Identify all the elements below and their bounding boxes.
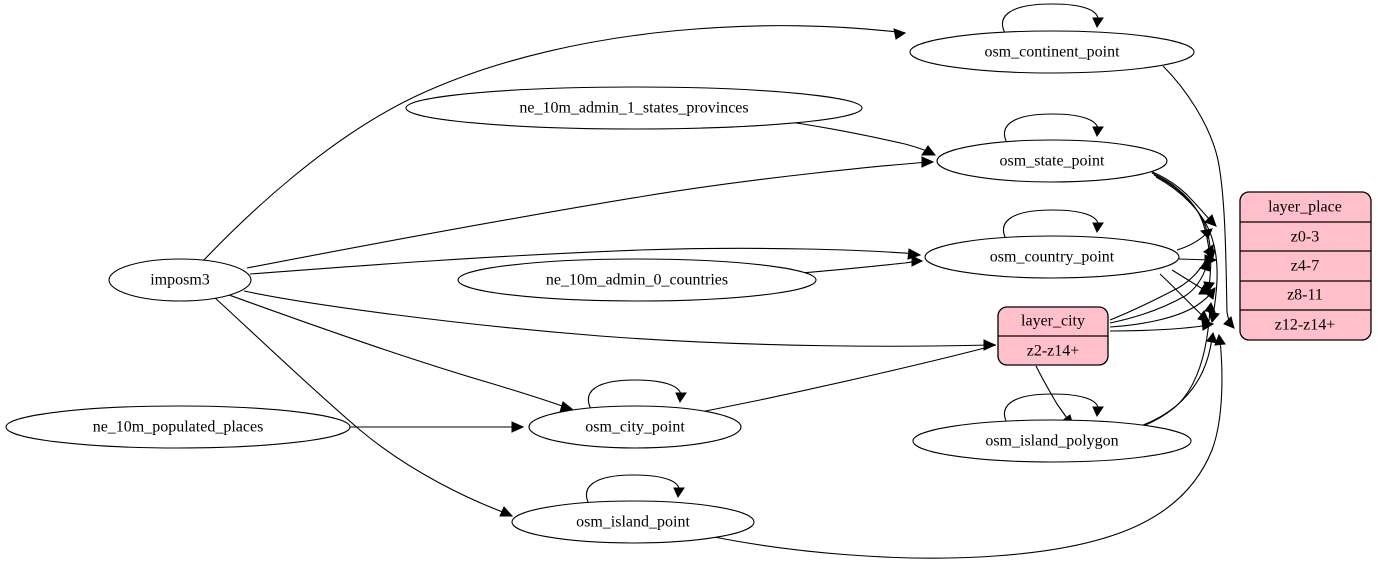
edge-osm_island_polygon-to-layer_place-z12: [1137, 331, 1218, 428]
record-row-layer_city-header: layer_city: [1021, 313, 1085, 330]
edge-self-osm_city_point: [587, 379, 687, 412]
node-label-osm_continent_point: osm_continent_point: [984, 44, 1120, 61]
edge-self-osm_island_point: [585, 474, 685, 507]
edge-layer_city-to-osm_city_point: [679, 344, 997, 421]
edge-imposm3-to-osm_state_point: [246, 156, 935, 269]
record-row-layer_city-z2-z14[interactable]: z2-z14+: [1027, 343, 1080, 360]
node-osm_island_point[interactable]: osm_island_point: [511, 500, 755, 544]
edge-imposm3-to-osm_island_point: [213, 296, 514, 517]
edge-ne_states_provinces-to-osm_state_point: [789, 121, 937, 156]
edge-osm_state_point-to-layer_place-z12: [1155, 176, 1220, 324]
node-label-osm_country_point: osm_country_point: [990, 249, 1115, 266]
edge-osm_continent_point-to-layer_place-z12: [1162, 65, 1235, 329]
node-osm_country_point[interactable]: osm_country_point: [924, 235, 1180, 279]
record-row-layer_place-z12-z14[interactable]: z12-z14+: [1275, 317, 1336, 334]
node-osm_continent_point[interactable]: osm_continent_point: [909, 30, 1195, 74]
edge-self-osm_continent_point: [1001, 3, 1104, 36]
edge-imposm3-to-osm_city_point: [228, 294, 574, 413]
node-label-ne_10m_admin_1_states_provinces: ne_10m_admin_1_states_provinces: [519, 100, 748, 117]
edge-ne_countries-to-osm_country_point: [799, 255, 924, 274]
edge-self-osm_country_point: [1002, 209, 1104, 242]
node-osm_city_point[interactable]: osm_city_point: [528, 405, 742, 449]
edge-self-osm_state_point: [1003, 113, 1104, 146]
node-label-osm_island_polygon: osm_island_polygon: [985, 433, 1118, 450]
record-row-layer_place-header: layer_place: [1268, 199, 1342, 216]
node-ne_10m_admin_1_states_provinces[interactable]: ne_10m_admin_1_states_provinces: [405, 86, 863, 130]
node-osm_island_polygon[interactable]: osm_island_polygon: [912, 419, 1192, 463]
node-ne_10m_admin_0_countries[interactable]: ne_10m_admin_0_countries: [457, 258, 817, 302]
edge-imposm3-to-osm_continent_point: [202, 25, 907, 262]
edge-layer_city-to-osm_island_polygon: [1035, 365, 1074, 427]
edge-osm_island_point-to-layer_place-z12: [713, 333, 1226, 559]
node-label-imposm3: imposm3: [150, 272, 210, 289]
edge-layer_city-to-layer_place-z8-11: [1109, 287, 1216, 328]
edge-ne_populated_places-to-osm_city_point: [350, 421, 525, 433]
node-imposm3[interactable]: imposm3: [108, 258, 252, 302]
edge-osm_state_point-to-layer_place-z0-3: [1149, 170, 1217, 227]
nodes-layer: imposm3 ne_10m_admin_1_states_provinces …: [5, 30, 1195, 544]
node-label-osm_state_point: osm_state_point: [1000, 153, 1105, 170]
node-osm_state_point[interactable]: osm_state_point: [936, 139, 1168, 183]
node-label-ne_10m_admin_0_countries: ne_10m_admin_0_countries: [546, 272, 728, 289]
node-label-osm_island_point: osm_island_point: [576, 514, 690, 531]
records-layer: layer_place z0-3 z4-7 z8-11 z12-z14+ lay…: [997, 191, 1372, 366]
record-row-layer_place-z4-7[interactable]: z4-7: [1291, 258, 1319, 275]
node-label-ne_10m_populated_places: ne_10m_populated_places: [93, 419, 264, 436]
edge-osm_country_point-to-layer_place-z0-3: [1176, 228, 1213, 251]
edge-layer_city-to-layer_place-z4-7: [1109, 258, 1211, 324]
record-layer_city[interactable]: layer_city z2-z14+: [997, 306, 1109, 366]
record-row-layer_place-z0-3[interactable]: z0-3: [1291, 229, 1319, 246]
record-row-layer_place-z8-11[interactable]: z8-11: [1287, 287, 1323, 304]
edge-osm_country_point-to-layer_place-z12: [1159, 273, 1210, 323]
record-layer_place[interactable]: layer_place z0-3 z4-7 z8-11 z12-z14+: [1239, 191, 1372, 341]
node-label-osm_city_point: osm_city_point: [585, 419, 685, 436]
node-ne_10m_populated_places[interactable]: ne_10m_populated_places: [5, 405, 351, 449]
edge-self-osm_island_polygon: [1003, 393, 1104, 426]
